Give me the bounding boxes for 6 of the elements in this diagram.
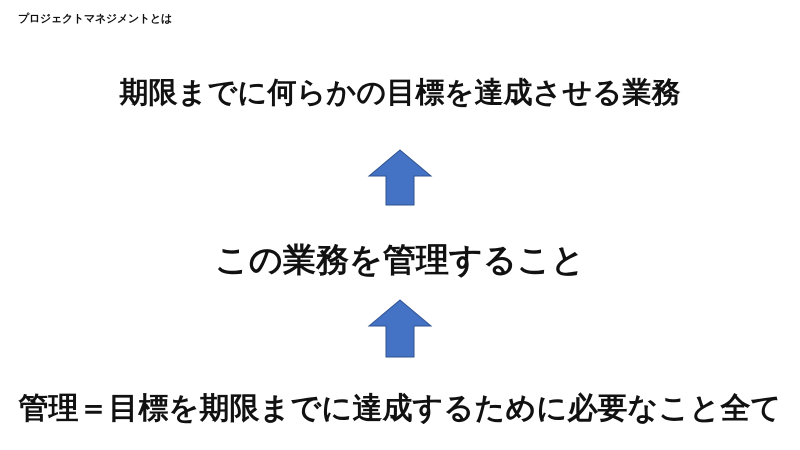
statement-text: 期限までに何らかの目標を達成させる業務 (120, 74, 680, 111)
statement-text: 管理＝目標を期限までに達成するために必要なこと全て (18, 390, 782, 428)
slide-title: プロジェクトマネジメントとは (18, 11, 172, 26)
statement-text: この業務を管理すること (215, 240, 585, 280)
block-arrow (368, 149, 432, 206)
block-arrow (368, 299, 432, 358)
